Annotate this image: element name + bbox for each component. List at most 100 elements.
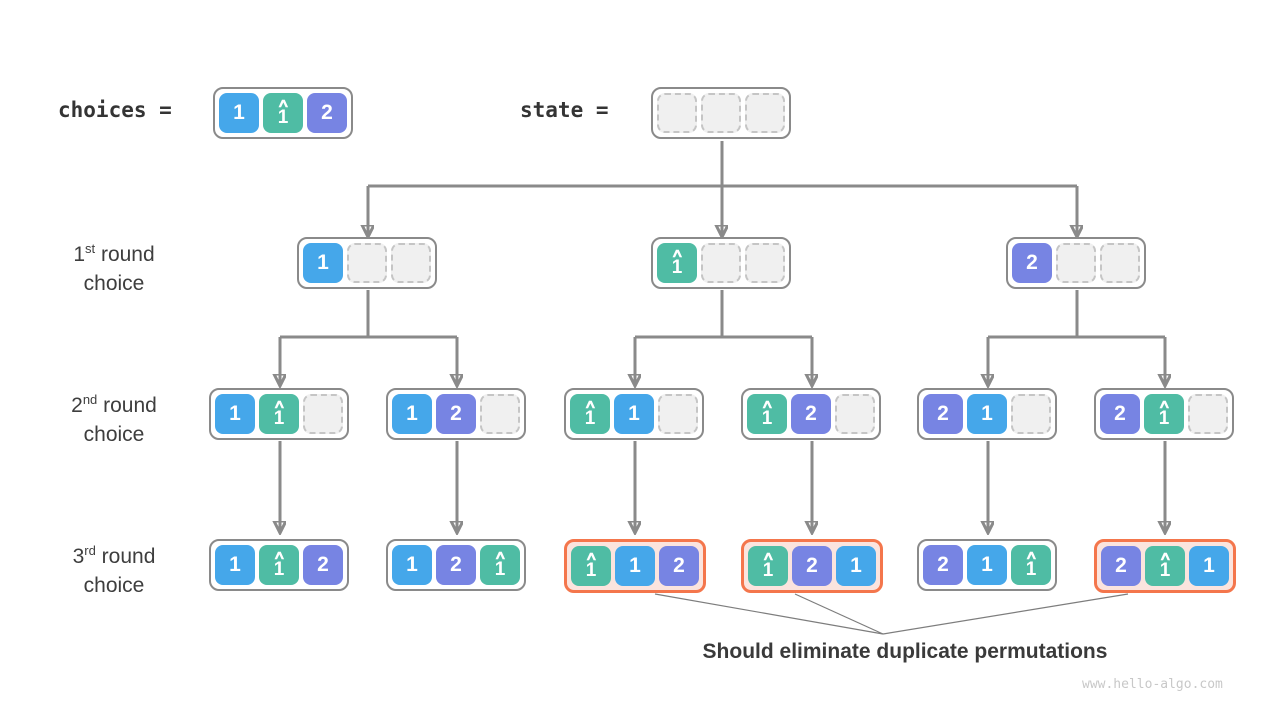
round-word-2: choice <box>83 423 145 446</box>
element-cell-1: ∧1 <box>571 546 611 586</box>
element-cell-1: ∧1 <box>748 546 788 586</box>
round-ordinal-suffix: rd <box>84 543 96 558</box>
empty-slot <box>745 243 785 283</box>
cell-value: 1 <box>762 560 774 581</box>
element-cell-1: 1 <box>967 545 1007 585</box>
empty-slot <box>658 394 698 434</box>
hat-icon: ∧ <box>1157 397 1171 411</box>
empty-slot <box>391 243 431 283</box>
cell-value: 1 <box>584 408 596 429</box>
round-2-label: 2nd round choice <box>26 385 202 449</box>
hat-icon: ∧ <box>276 96 290 110</box>
cell-value: 1 <box>1203 554 1215 577</box>
cell-value: 1 <box>1025 559 1037 580</box>
element-cell-2: 2 <box>791 394 831 434</box>
empty-slot <box>701 243 741 283</box>
element-cell-2: 2 <box>436 394 476 434</box>
empty-slot <box>1100 243 1140 283</box>
cell-value: 2 <box>1114 402 1126 425</box>
element-cell-1: 1 <box>215 394 255 434</box>
hat-icon: ∧ <box>761 549 775 563</box>
watermark: www.hello-algo.com <box>1082 677 1223 692</box>
cell-value: 1 <box>406 553 418 576</box>
element-cell-2: 2 <box>659 546 699 586</box>
element-cell-2: 2 <box>303 545 343 585</box>
element-cell-1: ∧1 <box>570 394 610 434</box>
element-cell-1: ∧1 <box>259 394 299 434</box>
round-word-2: choice <box>83 574 145 597</box>
empty-slot <box>480 394 520 434</box>
cell-value: 1 <box>273 408 285 429</box>
cell-value: 1 <box>406 402 418 425</box>
cell-value: 2 <box>937 553 949 576</box>
empty-slot <box>347 243 387 283</box>
hat-icon: ∧ <box>272 397 286 411</box>
element-cell-2: 2 <box>923 545 963 585</box>
cell-value: 2 <box>321 101 333 124</box>
cell-value: 2 <box>805 402 817 425</box>
cell-value: 2 <box>450 553 462 576</box>
round-ordinal: 2 <box>71 394 83 417</box>
empty-slot <box>701 93 741 133</box>
hat-icon: ∧ <box>760 397 774 411</box>
tree-node-r2-5: 2 ∧1 <box>1094 388 1234 440</box>
cell-value: 1 <box>981 402 993 425</box>
cell-value: 1 <box>233 101 245 124</box>
cell-value: 1 <box>629 554 641 577</box>
element-cell-2: 2 <box>307 93 347 133</box>
choices-array: 1 ∧1 2 <box>213 87 353 139</box>
duplicate-callout-line <box>794 593 884 635</box>
element-cell-1: ∧1 <box>480 545 520 585</box>
element-cell-1: 1 <box>836 546 876 586</box>
element-cell-1: 1 <box>303 243 343 283</box>
duplicate-caption: Should eliminate duplicate permutations <box>702 640 1108 663</box>
cell-value: 2 <box>937 402 949 425</box>
hat-icon: ∧ <box>493 548 507 562</box>
cell-value: 2 <box>317 553 329 576</box>
tree-node-r1-1: ∧1 <box>651 237 791 289</box>
tree-node-r1-2: 2 <box>1006 237 1146 289</box>
element-cell-1: ∧1 <box>1144 394 1184 434</box>
element-cell-1: ∧1 <box>657 243 697 283</box>
state-array <box>651 87 791 139</box>
cell-value: 1 <box>494 559 506 580</box>
state-label: state = <box>520 98 609 122</box>
element-cell-2: 2 <box>1100 394 1140 434</box>
element-cell-1: ∧1 <box>263 93 303 133</box>
hat-icon: ∧ <box>583 397 597 411</box>
choices-label: choices = <box>58 98 172 122</box>
cell-value: 1 <box>229 553 241 576</box>
empty-slot <box>835 394 875 434</box>
element-cell-2: 2 <box>792 546 832 586</box>
cell-value: 2 <box>1026 251 1038 274</box>
element-cell-2: 2 <box>923 394 963 434</box>
empty-slot <box>1188 394 1228 434</box>
round-ordinal-suffix: nd <box>82 392 98 407</box>
hat-icon: ∧ <box>670 246 684 260</box>
cell-value: 1 <box>585 560 597 581</box>
round-3-label: 3rd round choice <box>26 536 202 600</box>
duplicate-callout-line <box>882 593 1129 635</box>
cell-value: 2 <box>806 554 818 577</box>
element-cell-1: 1 <box>219 93 259 133</box>
cell-value: 1 <box>671 257 683 278</box>
cell-value: 1 <box>850 554 862 577</box>
element-cell-1: 1 <box>392 394 432 434</box>
round-ordinal-suffix: st <box>85 241 96 256</box>
tree-node-r2-0: 1∧1 <box>209 388 349 440</box>
element-cell-2: 2 <box>436 545 476 585</box>
cell-value: 2 <box>450 402 462 425</box>
cell-value: 1 <box>1159 560 1171 581</box>
element-cell-1: ∧1 <box>1145 546 1185 586</box>
element-cell-2: 2 <box>1012 243 1052 283</box>
hat-icon: ∧ <box>1024 548 1038 562</box>
cell-value: 1 <box>317 251 329 274</box>
round-ordinal: 1 <box>73 243 85 266</box>
duplicate-callout-line <box>654 593 884 635</box>
